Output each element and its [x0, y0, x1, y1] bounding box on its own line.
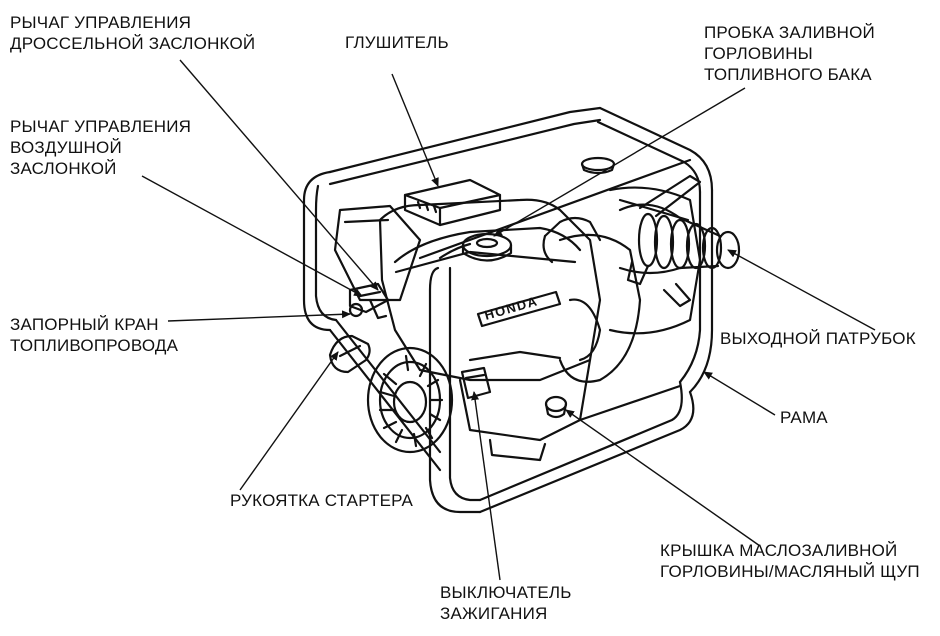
leader-fuel-cap — [493, 87, 746, 237]
label-outlet: ВЫХОДНОЙ ПАТРУБОК — [720, 329, 916, 348]
label-choke-lever: РЫЧАГ УПРАВЛЕНИЯ ВОЗДУШНОЙ ЗАСЛОНКОЙ — [10, 117, 192, 178]
leader-choke-lever — [141, 175, 363, 297]
label-oil-cap: КРЫШКА МАСЛОЗАЛИВНОЙ ГОРЛОВИНЫ/МАСЛЯНЫЙ … — [660, 541, 920, 581]
leader-throttle-lever — [179, 59, 379, 291]
label-ignition-switch: ВЫКЛЮЧАТЕЛЬ ЗАЖИГАНИЯ — [440, 583, 572, 623]
leader-starter-grip — [239, 351, 339, 491]
label-frame: РАМА — [780, 408, 828, 427]
label-fuel-valve: ЗАПОРНЫЙ КРАН ТОПЛИВОПРОВОДА — [10, 315, 179, 355]
leader-muffler — [391, 73, 439, 187]
leader-frame — [703, 371, 776, 416]
label-starter-grip: РУКОЯТКА СТАРТЕРА — [230, 491, 414, 510]
leader-oil-cap — [565, 409, 761, 547]
engine-block — [328, 156, 741, 462]
leader-fuel-valve — [167, 310, 351, 322]
label-throttle-lever: РЫЧАГ УПРАВЛЕНИЯ ДРОССЕЛЬНОЙ ЗАСЛОНКОЙ — [10, 13, 256, 53]
leader-outlet — [727, 249, 876, 331]
label-fuel-cap: ПРОБКА ЗАЛИВНОЙ ГОРЛОВИНЫ ТОПЛИВНОГО БАК… — [704, 23, 875, 84]
leader-ignition-switch — [471, 391, 501, 581]
label-muffler: ГЛУШИТЕЛЬ — [345, 33, 449, 52]
frame-tubes — [302, 106, 714, 514]
brand-plate — [476, 290, 562, 328]
